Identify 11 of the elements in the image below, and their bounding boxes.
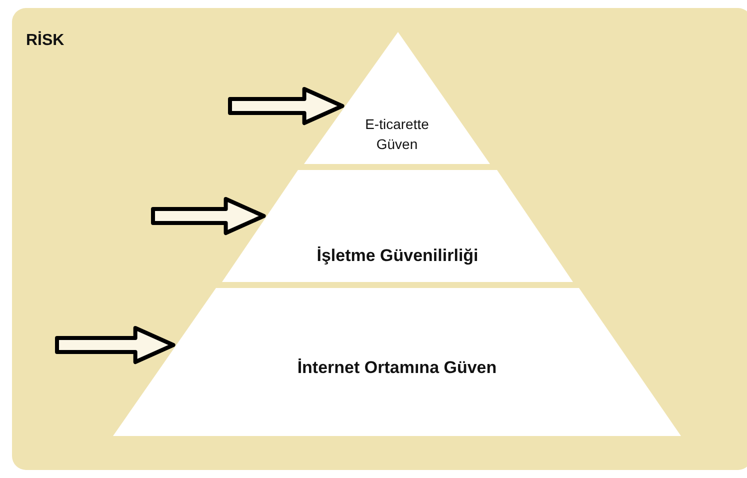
tier-label: E-ticarette Güven [364,115,430,154]
tier-label: İşletme Güvenilirliği [316,246,480,266]
risk-panel [12,8,747,470]
panel-heading: RİSK [26,32,66,50]
pyramid-apex-tier [304,32,490,164]
block-arrow [55,326,176,364]
pyramid-tier [113,288,681,436]
block-arrow [151,197,266,235]
tier-label: İnternet Ortamına Güven [296,358,498,378]
block-arrow [228,87,344,125]
pyramid-tier [222,170,573,282]
